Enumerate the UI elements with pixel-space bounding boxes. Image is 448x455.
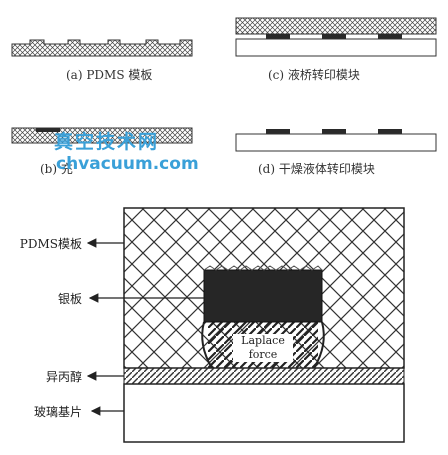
laplace-force-line2: force	[248, 348, 278, 361]
caption-panel-a: (a) PDMS 模板	[66, 68, 153, 82]
label-isopropanol: 异丙醇	[45, 370, 82, 384]
caption-panel-c: (c) 液桥转印模块	[268, 68, 360, 82]
label-glass-substrate: 玻璃基片	[33, 405, 82, 419]
main-diagram	[86, 207, 405, 443]
watermark-url: chvacuum.com	[56, 154, 199, 174]
panel-b-pdms	[11, 127, 193, 144]
panel-d-transfer	[235, 129, 437, 152]
caption-panel-d: (d) 干燥液体转印模块	[258, 162, 375, 176]
laplace-force-label: Laplace force	[233, 334, 293, 362]
label-pdms-template: PDMS模板	[19, 237, 82, 251]
panel-c-transfer	[235, 17, 437, 57]
panel-a-pdms	[11, 39, 193, 57]
laplace-force-line1: Laplace	[241, 334, 285, 347]
watermark-title: 真空技术网	[54, 131, 160, 153]
label-silver-plate: 银板	[57, 292, 82, 306]
caption-panel-b: (b) 充	[40, 162, 73, 176]
